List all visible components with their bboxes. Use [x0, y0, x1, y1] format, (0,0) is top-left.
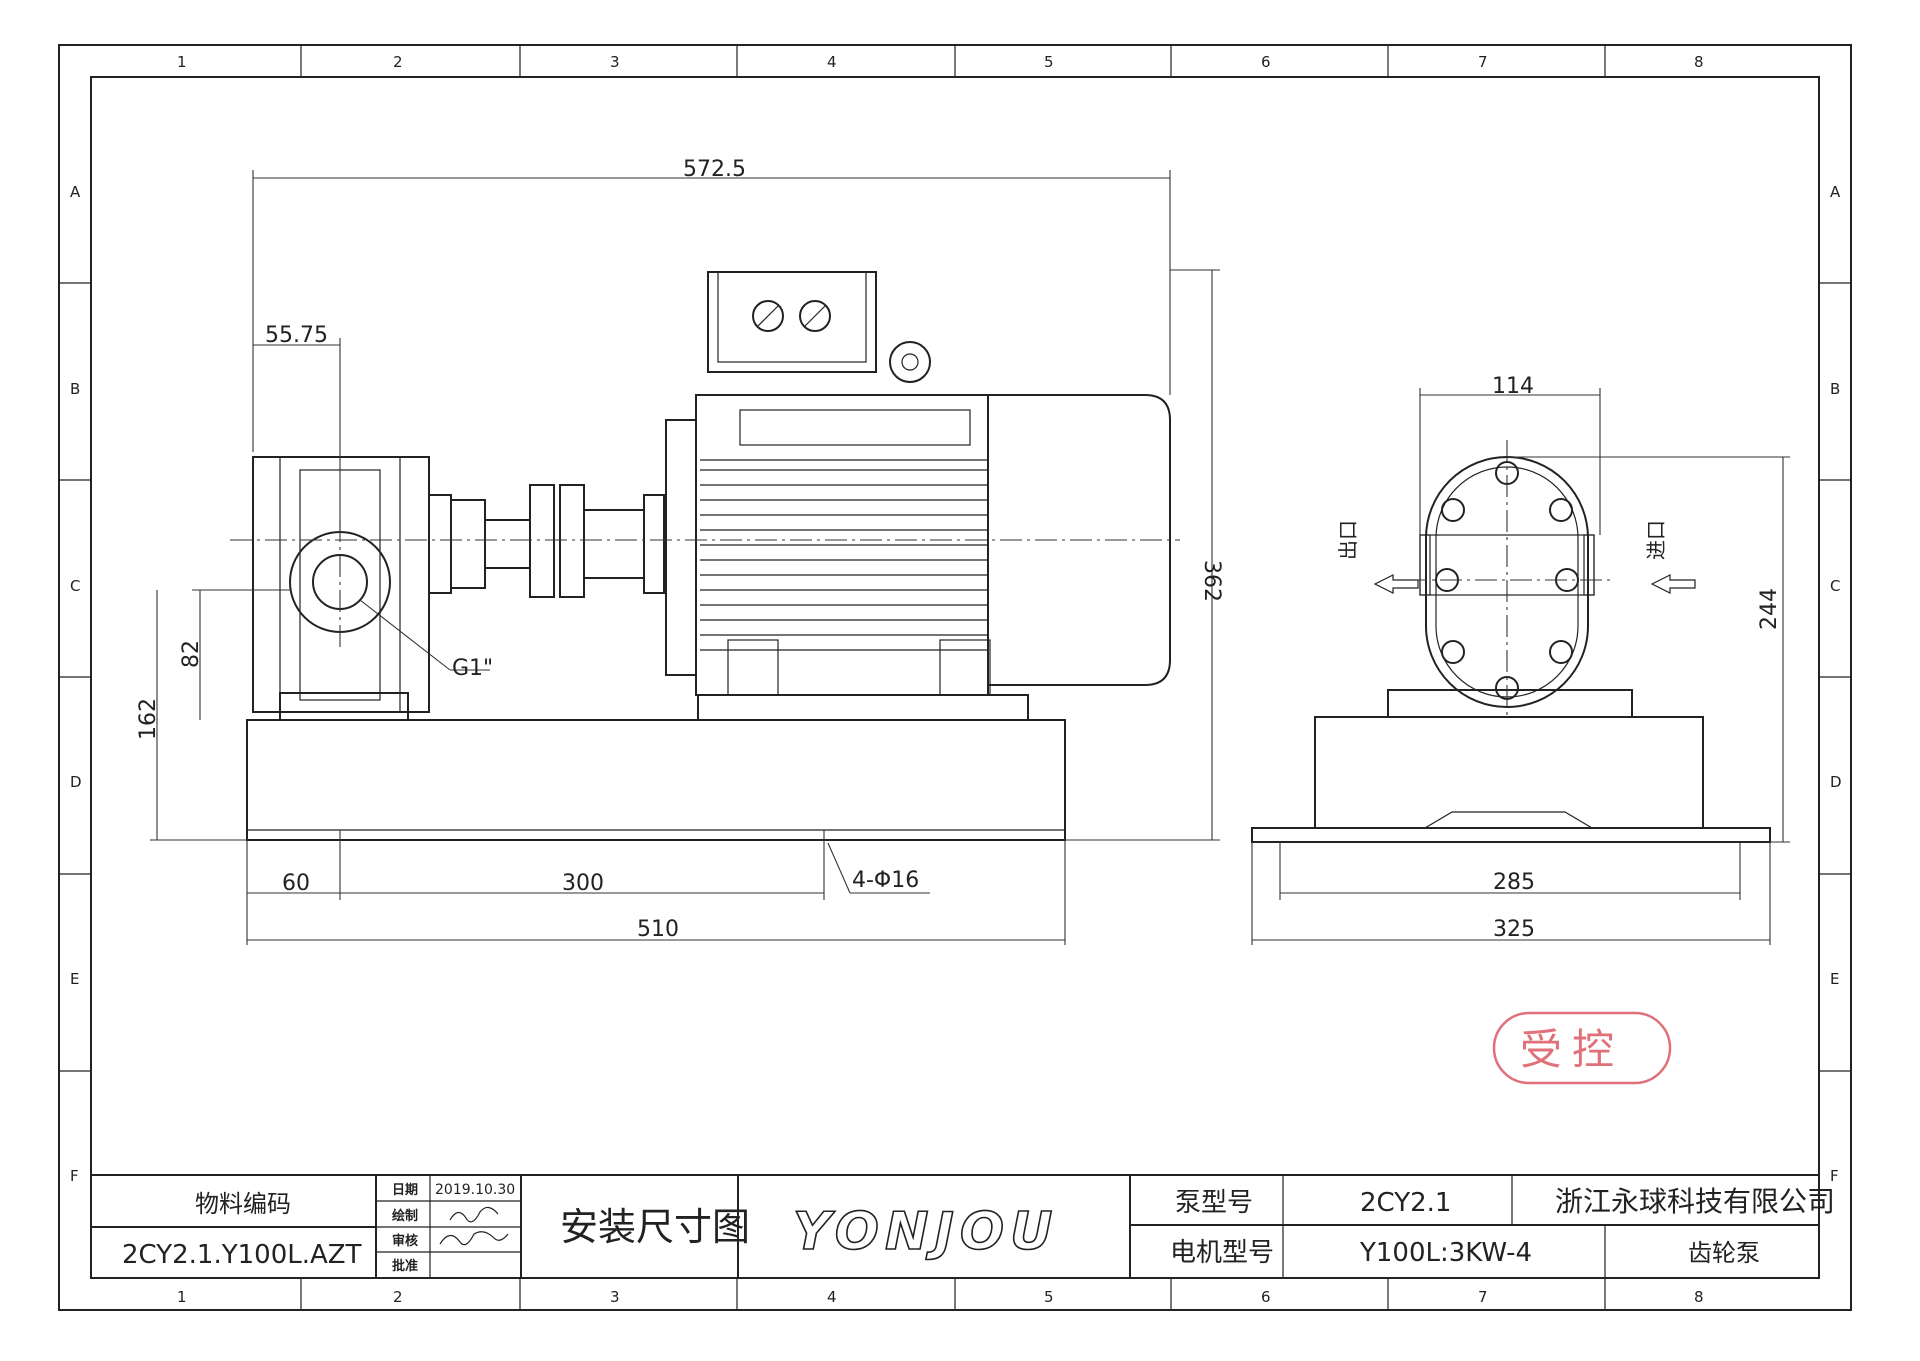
check-signature	[439, 1231, 509, 1246]
zone-row-E: E	[70, 970, 79, 988]
zone-row-B: B	[70, 380, 80, 398]
terminal-box	[707, 271, 877, 373]
drawn-label: 绘制	[392, 1208, 418, 1224]
zone-col-6: 6	[1261, 53, 1271, 71]
dim-holes: 4-Φ16	[852, 868, 919, 893]
zone-col-4: 4	[827, 53, 837, 71]
zone-row-F-right: F	[1830, 1167, 1839, 1185]
gear-pump	[252, 456, 665, 721]
dim-base-length: 510	[637, 917, 679, 942]
material-code-label: 物料编码	[195, 1190, 291, 1218]
electric-motor	[665, 271, 1171, 721]
zone-col-7-bottom: 7	[1478, 1288, 1488, 1306]
coupling-left	[529, 484, 555, 598]
zone-col-1-bottom: 1	[177, 1288, 187, 1306]
outlet-arrow	[1373, 574, 1419, 594]
zone-col-5: 5	[1044, 53, 1054, 71]
zone-row-A: A	[70, 183, 81, 201]
inlet-label: 进口	[1644, 520, 1668, 560]
zone-row-D: D	[70, 773, 82, 791]
cooling-fins	[700, 459, 988, 651]
outlet-label: 出口	[1336, 520, 1360, 560]
zone-col-2-bottom: 2	[393, 1288, 403, 1306]
zone-row-C-right: C	[1830, 577, 1840, 595]
terminal-screw-2	[799, 300, 831, 332]
zone-row-B-right: B	[1830, 380, 1840, 398]
side-view: 出口 进口	[1251, 440, 1771, 843]
zone-col-8-bottom: 8	[1694, 1288, 1704, 1306]
zone-col-3: 3	[610, 53, 620, 71]
motor-model-label: 电机型号	[1170, 1238, 1274, 1268]
zone-col-4-bottom: 4	[827, 1288, 837, 1306]
stamp-text: 受控	[1520, 1025, 1624, 1074]
front-view-dimensions: 572.5 55.75 362 82 162 G1" 60 300 4-Φ16 …	[136, 157, 1224, 945]
pump-shaft	[484, 519, 531, 569]
date-value: 2019.10.30	[435, 1182, 515, 1198]
zone-row-D-right: D	[1830, 773, 1842, 791]
inlet-arrow	[1650, 574, 1696, 594]
dim-base-height: 162	[136, 698, 161, 740]
zone-row-E-right: E	[1830, 970, 1839, 988]
dim-base-width: 325	[1493, 917, 1535, 942]
frame	[58, 44, 1852, 1311]
dim-overall-length: 572.5	[683, 157, 746, 182]
company-logo: YONJOU	[793, 1202, 1058, 1262]
dim-thread: G1"	[452, 656, 493, 681]
dim-foot-offset: 60	[282, 871, 310, 896]
dim-base-inner-width: 285	[1493, 870, 1535, 895]
material-code: 2CY2.1.Y100L.AZT	[122, 1240, 362, 1270]
dim-pump-width: 114	[1492, 374, 1534, 399]
dim-foot-spacing: 300	[562, 871, 604, 896]
date-label: 日期	[392, 1183, 418, 1198]
zone-row-A-right: A	[1830, 183, 1841, 201]
zone-labels: 1 2 3 4 5 6 7 8 1 2 3 4 5 6 7 8 A B C D …	[70, 53, 1842, 1306]
side-base-plate	[1251, 827, 1771, 843]
zone-col-2: 2	[393, 53, 403, 71]
zone-row-C: C	[70, 577, 80, 595]
base-plate	[246, 719, 1066, 841]
pump-model: 2CY2.1	[1360, 1188, 1451, 1218]
zone-col-8: 8	[1694, 53, 1704, 71]
zone-col-7: 7	[1478, 53, 1488, 71]
coupling-right	[559, 484, 585, 598]
dim-height-total: 362	[1199, 560, 1224, 602]
dim-pump-height: 244	[1757, 588, 1782, 630]
zone-row-F: F	[70, 1167, 79, 1185]
lifting-eye	[889, 341, 931, 383]
title-block: 物料编码 2CY2.1.Y100L.AZT 日期 2019.10.30 绘制 审…	[90, 1174, 1835, 1279]
product-name: 齿轮泵	[1688, 1239, 1760, 1267]
side-view-dimensions: 114 244 285 325	[1251, 374, 1790, 945]
zone-col-1: 1	[177, 53, 187, 71]
motor-feet	[697, 694, 1029, 721]
drawn-signature	[449, 1206, 499, 1223]
company-name: 浙江永球科技有限公司	[1555, 1185, 1835, 1218]
zone-col-5-bottom: 5	[1044, 1288, 1054, 1306]
drawing-title: 安装尺寸图	[560, 1205, 750, 1249]
control-stamp: 受控	[1492, 1011, 1672, 1085]
terminal-screw-1	[752, 300, 784, 332]
dim-pump-offset: 55.75	[265, 323, 328, 348]
zone-col-6-bottom: 6	[1261, 1288, 1271, 1306]
dim-inlet-height: 82	[179, 640, 204, 668]
check-label: 审核	[392, 1233, 418, 1249]
pump-model-label: 泵型号	[1175, 1188, 1253, 1218]
approve-label: 批准	[392, 1258, 418, 1274]
front-view	[230, 271, 1180, 841]
zone-col-3-bottom: 3	[610, 1288, 620, 1306]
motor-model: Y100L:3KW-4	[1359, 1238, 1532, 1268]
fan-cover	[987, 394, 1171, 686]
